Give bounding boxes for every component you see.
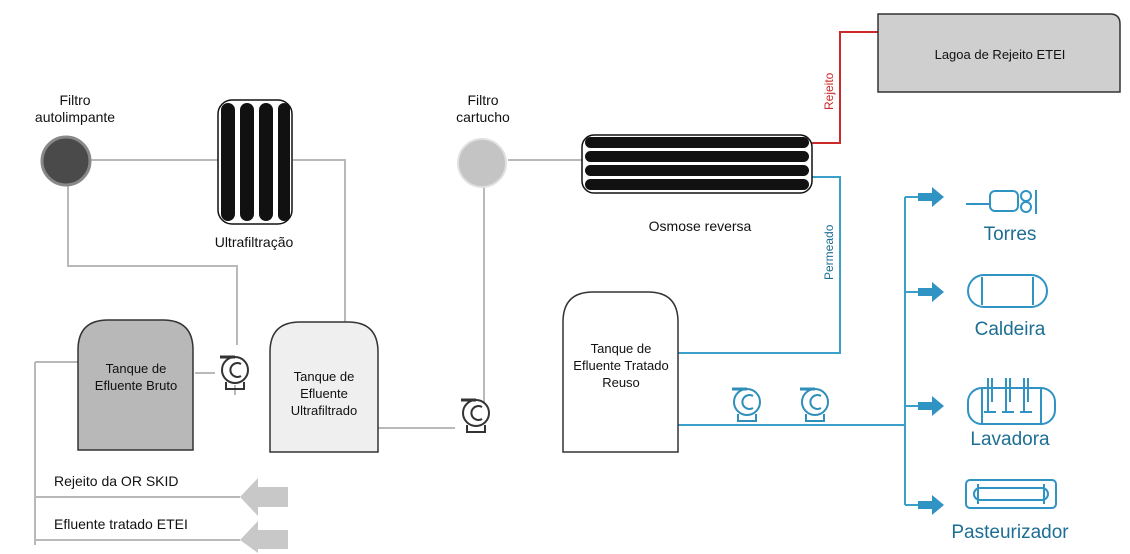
blue-piping (678, 176, 918, 506)
filtro-autolimpante-symbol (40, 135, 92, 187)
pump-icon (732, 387, 761, 422)
ultrafiltracao-label: Ultrafiltração (214, 234, 294, 250)
pump-icon (461, 398, 490, 433)
tanque-reuso-label: Tanque de Efluente Tratado Reuso (573, 341, 669, 390)
consumer-label-torres: Torres (983, 224, 1037, 245)
input-arrow-icon (240, 521, 288, 553)
washer-icon (967, 378, 1056, 425)
tanque-ultrafiltrado-shape (269, 321, 379, 453)
filtro-autolimpante-label: Filtro autolimpante (34, 92, 116, 125)
ultrafiltracao-symbol (217, 99, 293, 225)
boiler-icon (967, 274, 1048, 308)
rejeito-label: Rejeito (822, 72, 836, 110)
input-efluente-etei-label: Efluente tratado ETEI (54, 516, 188, 532)
lagoa-label: Lagoa de Rejeito ETEI (934, 47, 1066, 62)
pasteurizer-icon (965, 479, 1057, 509)
tanque-bruto-shape (77, 319, 194, 451)
cooling-tower-icon (966, 190, 1037, 214)
pump-icon (800, 387, 829, 422)
consumer-label-lavadora: Lavadora (970, 429, 1050, 450)
osmose-reversa-label: Osmose reversa (648, 218, 752, 234)
pump-icon (220, 355, 249, 390)
arrow-icon (918, 187, 944, 515)
permeado-label: Permeado (822, 224, 836, 280)
consumer-label-caldeira: Caldeira (974, 319, 1046, 340)
lagoa-rejeito (877, 13, 1121, 93)
input-arrow-icon (240, 478, 288, 516)
rejeito-line (812, 31, 878, 144)
input-rejeito-or-label: Rejeito da OR SKID (54, 473, 179, 489)
tanque-ultrafiltrado-label: Tanque de Efluente Ultrafiltrado (290, 369, 358, 418)
tanque-bruto-label: Tanque de Efluente Bruto (94, 361, 178, 393)
filtro-cartucho-label: Filtro cartucho (456, 92, 510, 125)
tanque-reuso-shape (562, 291, 679, 453)
gray-piping (34, 159, 585, 545)
osmose-reversa-symbol (581, 134, 813, 194)
filtro-cartucho-symbol (457, 138, 507, 188)
consumer-label-pasteurizador: Pasteurizador (951, 522, 1069, 543)
